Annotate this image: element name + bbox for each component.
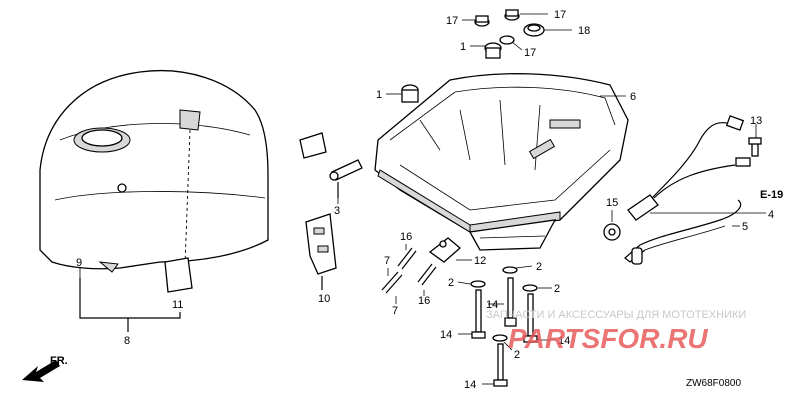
leader-lines	[79, 13, 766, 385]
grommet-1a	[484, 42, 502, 59]
callout-1b: 1	[376, 89, 382, 101]
bracket-12	[428, 237, 462, 263]
grommet-18	[523, 23, 545, 37]
callout-14a: 14	[440, 329, 452, 341]
callout-18: 18	[578, 25, 590, 37]
stop-switch-cable	[624, 115, 751, 265]
callout-6: 6	[630, 91, 636, 103]
bolt-14a	[471, 289, 486, 339]
callout-5: 5	[742, 221, 748, 233]
callout-2b: 2	[536, 261, 542, 273]
leader-dashed	[184, 129, 191, 266]
diagram-code: ZW68F0800	[686, 378, 741, 389]
lower-case	[374, 73, 629, 251]
clip-10	[305, 213, 337, 275]
grommet-1b	[401, 84, 419, 103]
bracket-8	[79, 278, 181, 319]
callout-12: 12	[474, 255, 486, 267]
callout-17b: 17	[554, 9, 566, 21]
reference-label: E-19	[760, 189, 783, 201]
callout-17a: 17	[446, 15, 458, 27]
washer-2a	[502, 266, 518, 274]
front-arrow-icon	[22, 360, 60, 382]
grommet-3	[329, 159, 363, 181]
callout-8: 8	[124, 335, 130, 347]
callout-7a: 7	[384, 255, 390, 267]
callout-2a: 2	[448, 277, 454, 289]
callout-14d: 14	[464, 379, 476, 391]
washer-2b	[470, 280, 486, 288]
grommet-top-1	[474, 15, 490, 27]
washer-2d	[492, 334, 508, 342]
front-indicator-label: FR.	[50, 355, 68, 367]
callout-4: 4	[768, 209, 774, 221]
washer-2c	[522, 284, 538, 292]
grommet-17c	[499, 35, 515, 45]
callout-14c: 14	[558, 335, 570, 347]
seal-pad	[164, 257, 193, 293]
nut-15	[603, 223, 621, 241]
callout-16b: 16	[418, 295, 430, 307]
pin-7a	[381, 271, 403, 294]
pin-16a	[397, 247, 417, 270]
callout-1a: 1	[460, 41, 466, 53]
callout-2d: 2	[514, 349, 520, 361]
watermark-logo: PARTSFOR.RU	[508, 323, 708, 354]
pin-16b	[417, 263, 437, 286]
callout-2c: 2	[554, 283, 560, 295]
engine-cover	[39, 69, 269, 273]
pad-small	[299, 132, 327, 159]
callout-17c: 17	[524, 47, 536, 59]
callout-16a: 16	[400, 231, 412, 243]
bolt-14d	[493, 343, 508, 387]
callout-9: 9	[76, 257, 82, 269]
grommet-top-2	[504, 9, 520, 21]
callout-14b: 14	[486, 299, 498, 311]
callout-3: 3	[334, 205, 340, 217]
bolt-14b	[504, 277, 517, 327]
callout-10: 10	[318, 293, 330, 305]
callout-13: 13	[750, 115, 762, 127]
bolt-13	[748, 137, 762, 157]
callout-11: 11	[172, 299, 183, 311]
watermark-text: ЗАПЧАСТИ И АКСЕССУАРЫ ДЛЯ МОТОТЕХНИКИ	[486, 309, 746, 321]
bolt-14c	[523, 293, 538, 343]
callout-7b: 7	[392, 305, 398, 317]
callout-15: 15	[606, 197, 618, 209]
